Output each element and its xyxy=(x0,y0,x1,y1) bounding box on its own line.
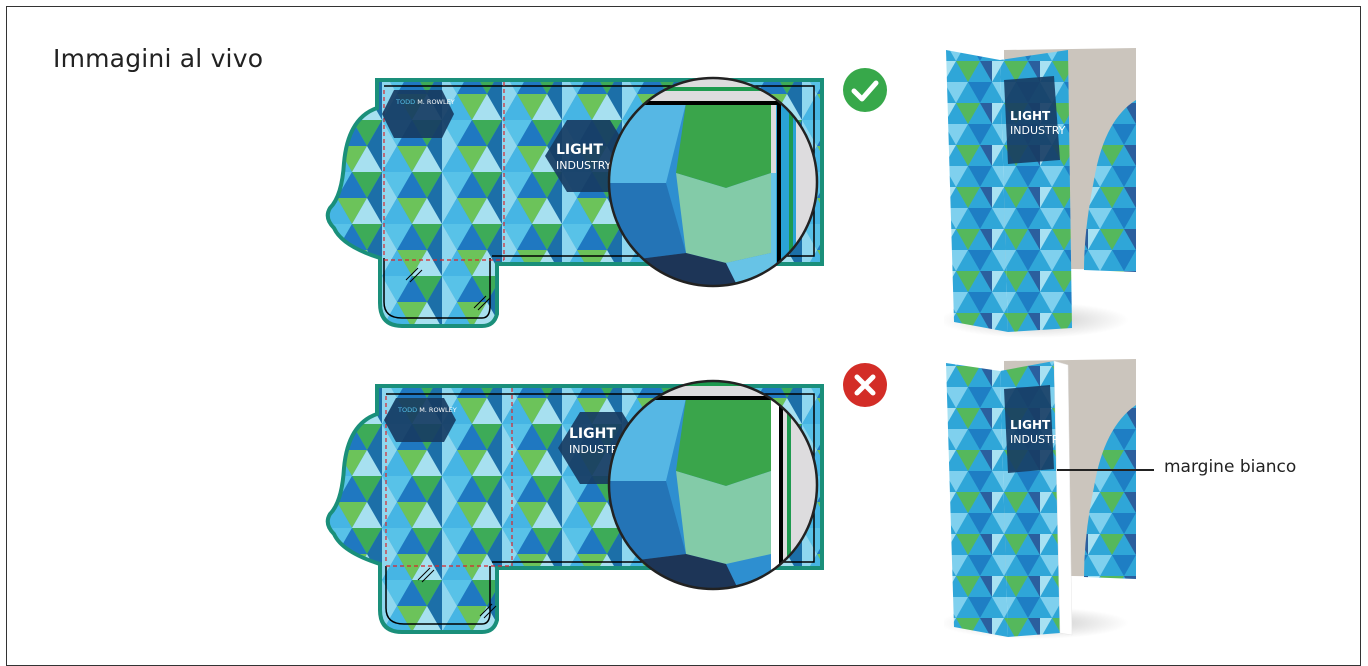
card-name-first-2: TODD xyxy=(397,406,417,414)
svg-text:TODD M. ROWLEY: TODD M. ROWLEY xyxy=(397,406,457,414)
logo3d-line1: LIGHT xyxy=(1010,109,1051,123)
svg-text:TODD M. ROWLEY: TODD M. ROWLEY xyxy=(395,98,455,106)
folder-3d-correct: LIGHT INDUSTRY xyxy=(944,40,1144,345)
logo-line2: INDUSTRY xyxy=(556,159,612,172)
cross-icon xyxy=(842,362,888,408)
logo3d-line2: INDUSTRY xyxy=(1010,124,1066,137)
page-title: Immagini al vivo xyxy=(53,44,263,73)
zoom-detail-correct xyxy=(606,23,846,343)
logo3d-line1-2: LIGHT xyxy=(1010,418,1051,432)
logo3d-line2-2: INDUSTRY xyxy=(1010,433,1066,446)
zoom-detail-wrong xyxy=(606,326,846,646)
callout-leader-line xyxy=(1057,469,1154,471)
card-name-last-2: M. ROWLEY xyxy=(419,406,457,414)
folder-3d-wrong: LIGHT INDUSTRY xyxy=(944,345,1144,645)
check-icon xyxy=(842,67,888,113)
card-name-last: M. ROWLEY xyxy=(417,98,455,106)
card-name-first: TODD xyxy=(395,98,415,106)
callout-label: margine bianco xyxy=(1164,457,1296,477)
logo-line1: LIGHT xyxy=(556,142,603,158)
